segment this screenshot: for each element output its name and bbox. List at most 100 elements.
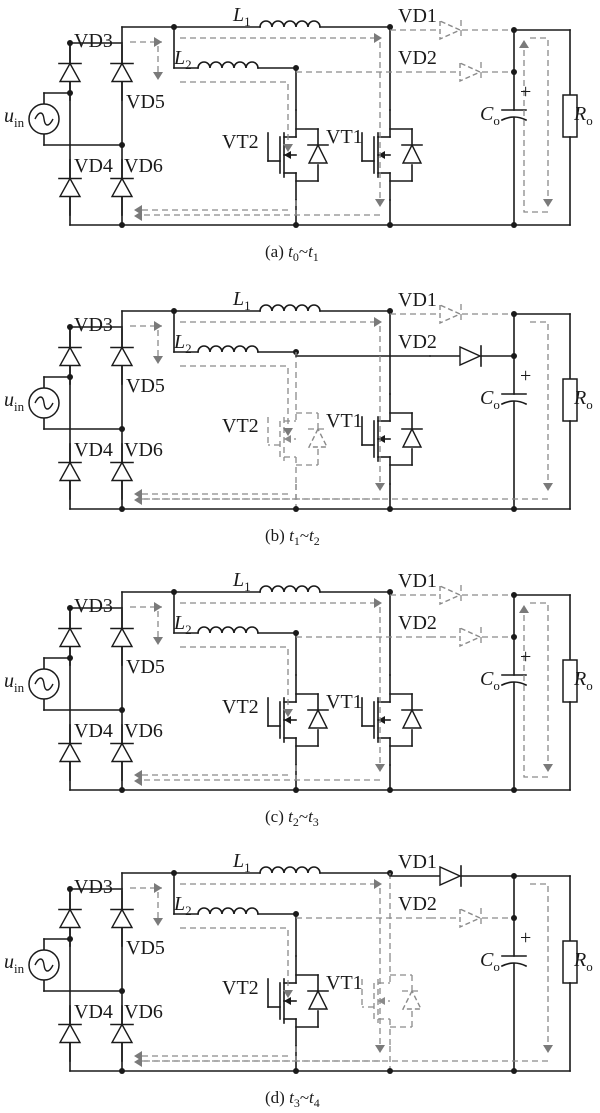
junction-dot: [119, 1068, 125, 1074]
label-Co: Co: [480, 949, 500, 974]
current-arrow: [153, 637, 163, 645]
junction-dot: [171, 589, 177, 595]
current-arrow: [375, 1045, 385, 1053]
current-arrow: [543, 483, 553, 491]
label-VD1: VD1: [398, 570, 437, 592]
junction-dot: [387, 506, 393, 512]
current-path-L2: [180, 927, 289, 996]
label-VT2: VT2: [222, 977, 259, 999]
label-VD4: VD4: [74, 720, 113, 742]
capacitor-Co-plate-bottom: [500, 400, 528, 406]
mosfet-VT1: [361, 109, 423, 201]
label-VD3: VD3: [74, 595, 113, 617]
junction-dot: [511, 27, 517, 33]
diode-VD2: [430, 61, 514, 83]
mosfet-VT1: [361, 393, 423, 485]
label-VD5: VD5: [126, 937, 165, 959]
label-plus: +: [520, 81, 531, 103]
current-arrow: [543, 199, 553, 207]
current-arrow: [283, 428, 293, 436]
inductor-L1: [259, 20, 321, 28]
diode-VD1: [389, 865, 515, 887]
label-VD4: VD4: [74, 439, 113, 461]
label-L2: L2: [173, 612, 192, 637]
junction-dot: [387, 222, 393, 228]
current-arrow: [543, 1045, 553, 1053]
label-VT1: VT1: [326, 691, 363, 713]
current-path-load: [530, 883, 549, 1051]
label-Co: Co: [480, 103, 500, 128]
label-Ro: Ro: [573, 949, 593, 974]
caption-d: (d) t3~t4: [265, 1088, 320, 1110]
diode-VD3-left: [58, 44, 82, 101]
label-L1: L1: [232, 288, 251, 313]
current-path-L2: [180, 365, 289, 434]
label-VT2: VT2: [222, 696, 259, 718]
label-VD3: VD3: [74, 30, 113, 52]
current-path-L2: [180, 81, 289, 150]
diode-VD3: [110, 609, 134, 666]
diode-VD1: [390, 303, 514, 325]
label-L1: L1: [232, 569, 251, 594]
junction-dot: [67, 886, 73, 892]
caption-c: (c) t2~t3: [265, 807, 319, 829]
label-VT2: VT2: [222, 415, 259, 437]
label-VD2: VD2: [398, 612, 437, 634]
current-arrow: [153, 918, 163, 926]
current-arrow: [374, 317, 382, 327]
diode-VD6: [110, 1005, 134, 1062]
caption-a: (a) t0~t1: [265, 242, 319, 264]
junction-dot: [67, 605, 73, 611]
label-VD6: VD6: [124, 155, 163, 177]
ac-source-sine: [34, 396, 54, 410]
label-VD2: VD2: [398, 47, 437, 69]
junction-dot: [293, 222, 299, 228]
current-path-L2: [180, 646, 289, 715]
junction-dot: [293, 787, 299, 793]
current-arrow: [374, 879, 382, 889]
diode-VD4: [58, 159, 82, 216]
junction-dot: [293, 506, 299, 512]
current-path-cap-discharge: [530, 602, 549, 770]
label-uin: uin: [4, 389, 25, 414]
label-plus: +: [520, 365, 531, 387]
junction-dot: [293, 1068, 299, 1074]
junction-dot: [387, 1068, 393, 1074]
diode-VD4: [58, 724, 82, 781]
current-path-load: [530, 321, 549, 489]
label-Co: Co: [480, 668, 500, 693]
current-arrow: [375, 483, 385, 491]
diode-VD1: [390, 584, 514, 606]
junction-dot: [171, 24, 177, 30]
current-arrow: [134, 495, 142, 505]
label-VT1: VT1: [326, 410, 363, 432]
mosfet-VT2: [267, 674, 329, 766]
label-uin: uin: [4, 951, 25, 976]
junction-dot: [511, 873, 517, 879]
ac-source-sine: [34, 677, 54, 691]
current-arrow: [154, 883, 162, 893]
label-uin: uin: [4, 105, 25, 130]
label-VD5: VD5: [126, 91, 165, 113]
label-Ro: Ro: [573, 103, 593, 128]
current-arrow: [375, 199, 385, 207]
current-arrow: [153, 356, 163, 364]
current-arrow: [374, 33, 382, 43]
junction-dot: [119, 787, 125, 793]
junction-dot: [67, 324, 73, 330]
label-Ro: Ro: [573, 668, 593, 693]
label-VD4: VD4: [74, 1001, 113, 1023]
junction-dot: [511, 311, 517, 317]
capacitor-Co-plate-bottom: [500, 962, 528, 968]
capacitor-Co-plate-bottom: [500, 681, 528, 687]
label-VD4: VD4: [74, 155, 113, 177]
inductor-L2: [197, 907, 259, 915]
label-VD5: VD5: [126, 656, 165, 678]
mosfet-VT1: [361, 674, 423, 766]
current-arrow: [519, 40, 529, 48]
junction-dot: [387, 787, 393, 793]
inductor-L1: [259, 866, 321, 874]
